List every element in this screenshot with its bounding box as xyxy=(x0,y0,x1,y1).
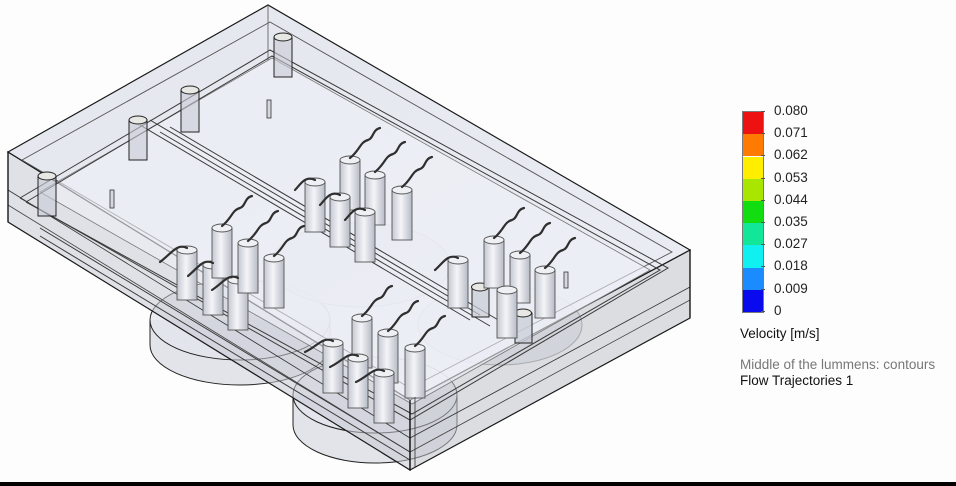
tick-mark xyxy=(761,178,765,179)
tick-label: 0.053 xyxy=(774,170,808,185)
color-band xyxy=(743,112,763,135)
color-band xyxy=(743,245,763,268)
flow-trajectories xyxy=(158,126,577,384)
tick-label: 0.018 xyxy=(774,258,808,273)
tick-mark xyxy=(761,266,765,267)
tick-mark xyxy=(761,133,765,134)
tick-label: 0 xyxy=(774,303,782,318)
tick-label: 0.044 xyxy=(774,192,808,207)
tick-mark xyxy=(761,200,765,201)
legend-trajectory-name: Flow Trajectories 1 xyxy=(740,373,854,388)
tick-label: 0.071 xyxy=(774,125,808,140)
tick-mark xyxy=(761,155,765,156)
color-band xyxy=(743,200,763,224)
inlet-pins xyxy=(37,32,533,344)
color-band xyxy=(743,178,763,201)
color-band xyxy=(743,223,763,246)
cad-model[interactable] xyxy=(0,0,720,482)
color-band xyxy=(743,267,763,290)
tick-label: 0.080 xyxy=(774,103,808,118)
legend-quantity-label: Velocity [m/s] xyxy=(740,326,820,341)
viewport-bottom-border xyxy=(0,482,956,486)
tick-label: 0.062 xyxy=(774,147,808,162)
tick-label: 0.027 xyxy=(774,236,808,251)
tick-mark xyxy=(761,311,765,312)
color-band xyxy=(743,134,763,157)
small-posts xyxy=(109,99,569,289)
color-scale-bar xyxy=(742,111,764,313)
front-corner xyxy=(7,5,691,470)
tick-mark xyxy=(761,111,765,112)
color-band xyxy=(743,289,763,312)
velocity-legend: 0.080 0.071 0.062 0.053 0.044 0.035 0.02… xyxy=(740,104,956,398)
color-band xyxy=(743,156,763,179)
tick-mark xyxy=(761,222,765,223)
tick-label: 0.009 xyxy=(774,281,808,296)
tick-mark xyxy=(761,289,765,290)
tick-label: 0.035 xyxy=(774,214,808,229)
legend-plot-name: Middle of the lummens: contours xyxy=(740,357,936,372)
tick-mark xyxy=(761,244,765,245)
